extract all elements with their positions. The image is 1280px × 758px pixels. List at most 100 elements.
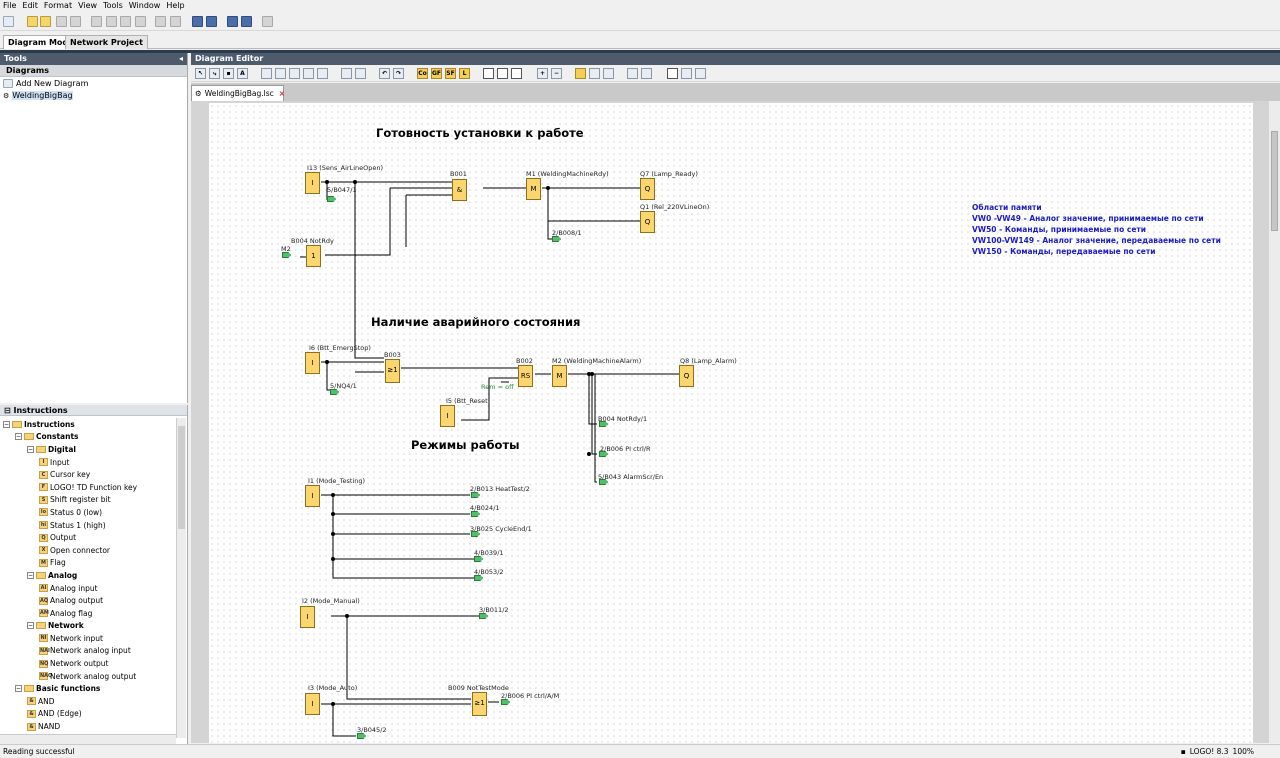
- cut-icon[interactable]: [91, 16, 102, 27]
- file-tab[interactable]: ⚙WeldingBigBag.lsc×: [191, 85, 286, 101]
- block-flag-m2[interactable]: M: [552, 365, 567, 387]
- connector-b039[interactable]: [474, 556, 483, 562]
- connector-b043[interactable]: [599, 479, 608, 485]
- paste-icon[interactable]: [120, 16, 131, 27]
- join-connection-icon[interactable]: [355, 68, 366, 79]
- add-new-diagram[interactable]: Add New Diagram: [0, 77, 187, 89]
- simulation-view-icon[interactable]: [627, 68, 638, 79]
- redo-icon[interactable]: [170, 16, 181, 27]
- page-up-icon[interactable]: [681, 68, 692, 79]
- connector-b025[interactable]: [471, 531, 480, 537]
- connector-b047[interactable]: [327, 196, 336, 202]
- layout-tri-icon[interactable]: [511, 68, 522, 79]
- connector-nq4[interactable]: [330, 389, 339, 395]
- undo-icon[interactable]: [155, 16, 166, 27]
- instruction-item[interactable]: −Instructions: [0, 418, 176, 431]
- connector-b008[interactable]: [552, 236, 561, 242]
- editor-undo-icon[interactable]: ↶: [379, 68, 390, 79]
- cut-connection-icon[interactable]: [341, 68, 352, 79]
- canvas-scrollbar[interactable]: [1269, 101, 1280, 743]
- block-props-icon[interactable]: [603, 68, 614, 79]
- layout-single-icon[interactable]: [483, 68, 494, 79]
- connector-b045[interactable]: [357, 733, 366, 739]
- logo-to-pc-icon[interactable]: [206, 16, 217, 27]
- block-flag-m1[interactable]: M: [526, 178, 541, 200]
- instruction-item[interactable]: −Basic functions: [0, 682, 176, 695]
- delete-icon[interactable]: [135, 16, 146, 27]
- align-top-icon[interactable]: [303, 68, 314, 79]
- menu-file[interactable]: File: [3, 1, 17, 10]
- instructions-scrollbar[interactable]: [176, 418, 186, 738]
- help-cursor-icon[interactable]: [262, 16, 273, 27]
- print-icon[interactable]: [70, 16, 81, 27]
- connector-b006-am[interactable]: [501, 699, 510, 705]
- align-center-icon[interactable]: [275, 68, 286, 79]
- grid-icon[interactable]: [589, 68, 600, 79]
- connector-b011[interactable]: [479, 613, 488, 619]
- instruction-item[interactable]: −Analog: [0, 569, 176, 582]
- collapse-panel-icon[interactable]: ◂: [178, 54, 183, 63]
- block-not-b004[interactable]: 1: [306, 245, 321, 267]
- line-tool-icon[interactable]: [667, 68, 678, 79]
- online-view-icon[interactable]: [641, 68, 652, 79]
- online-test-icon[interactable]: [227, 16, 238, 27]
- connector-b053[interactable]: [474, 575, 483, 581]
- save-icon[interactable]: [56, 16, 67, 27]
- connector-b024[interactable]: [471, 511, 480, 517]
- instruction-item[interactable]: &AND: [0, 695, 176, 708]
- align-left-icon[interactable]: [261, 68, 272, 79]
- canvas-scroll-thumb[interactable]: [1271, 131, 1278, 231]
- pen-icon[interactable]: [575, 68, 586, 79]
- block-and-b001[interactable]: &: [452, 179, 467, 201]
- align-bottom-icon[interactable]: [317, 68, 328, 79]
- expand-icon[interactable]: −: [3, 420, 10, 428]
- special-functions-sf-button[interactable]: SF: [445, 68, 456, 79]
- block-output-q1[interactable]: Q: [640, 211, 655, 233]
- expand-icon[interactable]: −: [27, 571, 34, 579]
- diagram-file-item[interactable]: ⚙WeldingBigBag: [0, 89, 187, 101]
- block-input-i5[interactable]: I: [440, 405, 455, 427]
- zoom-out-icon[interactable]: −: [551, 68, 562, 79]
- block-rs-b002[interactable]: RS: [518, 365, 533, 387]
- instructions-scroll-thumb[interactable]: [178, 426, 185, 529]
- block-input-i3[interactable]: I: [305, 693, 320, 715]
- connector-b013[interactable]: [471, 492, 480, 498]
- tab-network-project[interactable]: Network Project: [65, 35, 148, 49]
- align-right-icon[interactable]: [289, 68, 300, 79]
- open-folder-icon[interactable]: [40, 16, 51, 27]
- block-or-b003[interactable]: ≥1: [385, 359, 400, 383]
- simulation-icon[interactable]: [241, 16, 252, 27]
- page-down-icon[interactable]: [695, 68, 706, 79]
- diagram-canvas[interactable]: Готовность установки к работе Наличие ав…: [209, 103, 1253, 743]
- menu-tools[interactable]: Tools: [103, 1, 123, 10]
- close-tab-icon[interactable]: ×: [278, 89, 286, 98]
- layout-split-icon[interactable]: [497, 68, 508, 79]
- instruction-item[interactable]: &NAND: [0, 720, 176, 733]
- block-input-i6[interactable]: I: [305, 352, 320, 374]
- constants-co-button[interactable]: Co: [417, 68, 428, 79]
- menu-help[interactable]: Help: [166, 1, 185, 10]
- block-or-b009[interactable]: ≥1: [472, 692, 487, 716]
- connector-b006-r[interactable]: [599, 451, 608, 457]
- block-output-q7[interactable]: Q: [640, 178, 655, 200]
- block-input-i13[interactable]: I: [305, 172, 320, 194]
- instructions-collapse-icon[interactable]: ⊟: [4, 406, 14, 415]
- basic-functions-gf-button[interactable]: GF: [431, 68, 442, 79]
- copy-icon[interactable]: [106, 16, 117, 27]
- block-input-i1[interactable]: I: [305, 485, 320, 507]
